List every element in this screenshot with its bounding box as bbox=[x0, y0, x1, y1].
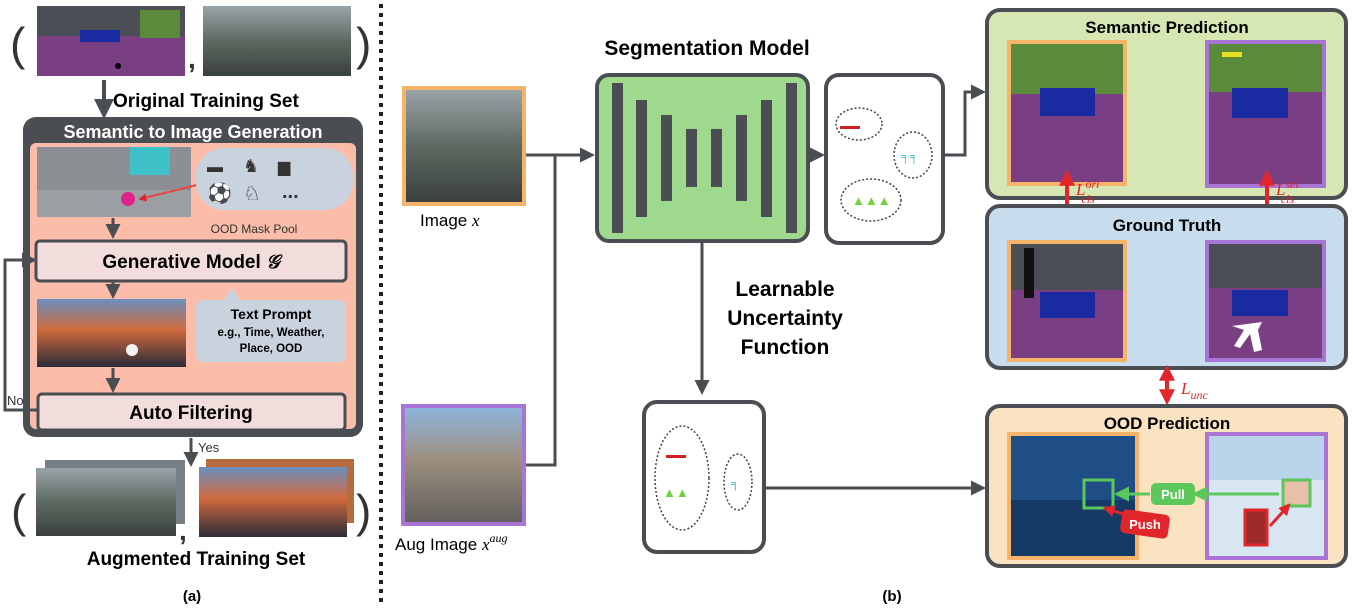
augmented-street-thumbnail bbox=[36, 468, 176, 536]
id-cluster-cars: ▬▬ bbox=[666, 450, 686, 461]
pool-icon-cow: ♞ bbox=[243, 156, 259, 176]
panel-b: Image x Aug Image xaug Segmentation Mode… bbox=[395, 8, 1348, 605]
auto-filtering-label: Auto Filtering bbox=[129, 403, 252, 424]
comma-original: , bbox=[188, 43, 196, 74]
arrow-pool-to-mask bbox=[138, 182, 206, 202]
pull-badge bbox=[1151, 483, 1195, 505]
id-cluster-trees: ▲▲ bbox=[663, 485, 689, 500]
text-prompt-title: Text Prompt bbox=[231, 306, 312, 322]
pool-icon-bed: ▬ bbox=[207, 159, 223, 176]
arrow-features-to-semantic bbox=[943, 84, 986, 157]
ood-mask-pool-label: OOD Mask Pool bbox=[211, 222, 298, 236]
aug-image-label: Aug Image xaug bbox=[395, 531, 508, 554]
caption-a: (a) bbox=[183, 588, 201, 605]
original-street-thumbnail bbox=[203, 6, 351, 76]
network-layers bbox=[612, 83, 797, 233]
push-badge bbox=[1120, 509, 1170, 539]
pool-icon-horse: ♘ bbox=[243, 183, 261, 205]
left-paren-augmented: ( bbox=[11, 485, 27, 537]
right-paren-original: ) bbox=[356, 18, 371, 70]
ood-cluster bbox=[723, 453, 753, 511]
uncertainty-line-1: Learnable bbox=[735, 278, 834, 301]
auto-filtering-box bbox=[36, 392, 347, 432]
segmentation-model-title: Segmentation Model bbox=[604, 37, 809, 60]
ood-cluster-chairs: ╕ bbox=[731, 476, 740, 491]
yes-label: Yes bbox=[198, 440, 220, 455]
no-label: No bbox=[7, 393, 24, 408]
caption-b: (b) bbox=[882, 588, 901, 605]
push-label: Push bbox=[1129, 517, 1161, 532]
ground-truth-title: Ground Truth bbox=[1113, 216, 1222, 235]
segmentation-model-box bbox=[595, 73, 810, 243]
connector-input-to-model bbox=[526, 153, 557, 467]
id-patch-box bbox=[1082, 478, 1115, 510]
uncertainty-line-3: Function bbox=[741, 336, 830, 359]
ood-patch-box bbox=[1243, 508, 1269, 547]
car-icons: ▬▬ bbox=[840, 121, 860, 132]
uncertainty-embedding-box bbox=[642, 400, 766, 554]
pool-icon-sofa: ▆ bbox=[277, 159, 291, 176]
input-image-label: Image x bbox=[420, 211, 480, 230]
pool-icon-ball: ⚽ bbox=[206, 181, 232, 205]
right-paren-augmented: ) bbox=[356, 485, 371, 537]
id-cluster bbox=[654, 425, 710, 531]
generative-model-label: Generative Model 𝒢 bbox=[102, 252, 283, 273]
panel-a: ( , ) Original Training Set Semantic to … bbox=[3, 6, 371, 605]
chair-cluster bbox=[893, 131, 933, 179]
ood-object-marker bbox=[121, 192, 135, 206]
uncertainty-line-2: Uncertainty bbox=[727, 307, 843, 330]
text-prompt-bubble bbox=[196, 288, 346, 362]
generated-flood-image bbox=[37, 299, 186, 367]
augmented-set-label: Augmented Training Set bbox=[87, 549, 306, 570]
text-prompt-line-1: e.g., Time, Weather, bbox=[218, 327, 325, 339]
aug-patch-box bbox=[1281, 478, 1312, 508]
text-prompt-line-2: Place, OOD bbox=[240, 343, 303, 355]
semantic-prediction-title: Semantic Prediction bbox=[1085, 18, 1248, 37]
no-feedback-loop bbox=[3, 252, 38, 412]
aug-image bbox=[405, 408, 522, 522]
chair-icons: ╕╕ bbox=[901, 149, 918, 164]
push-arrow-right bbox=[1268, 503, 1291, 528]
ood-prediction-title: OOD Prediction bbox=[1104, 414, 1231, 433]
pool-ellipsis: ... bbox=[282, 181, 299, 203]
comma-augmented: , bbox=[179, 515, 187, 546]
loss-unc-label: Lunc bbox=[1180, 379, 1208, 402]
input-image bbox=[406, 90, 522, 202]
feature-embedding-box bbox=[824, 73, 945, 245]
tree-icons: ▲▲▲ bbox=[852, 193, 891, 208]
left-paren-original: ( bbox=[10, 18, 26, 70]
tree-cluster bbox=[840, 178, 902, 222]
generation-title: Semantic to Image Generation bbox=[63, 122, 322, 142]
car-cluster bbox=[835, 107, 883, 141]
augmented-flood-thumbnail bbox=[199, 467, 347, 537]
ood-mask-pool bbox=[196, 148, 353, 210]
original-set-label: Original Training Set bbox=[113, 91, 299, 112]
ood-object-ground-truth bbox=[1232, 322, 1262, 352]
pull-label: Pull bbox=[1161, 487, 1185, 502]
